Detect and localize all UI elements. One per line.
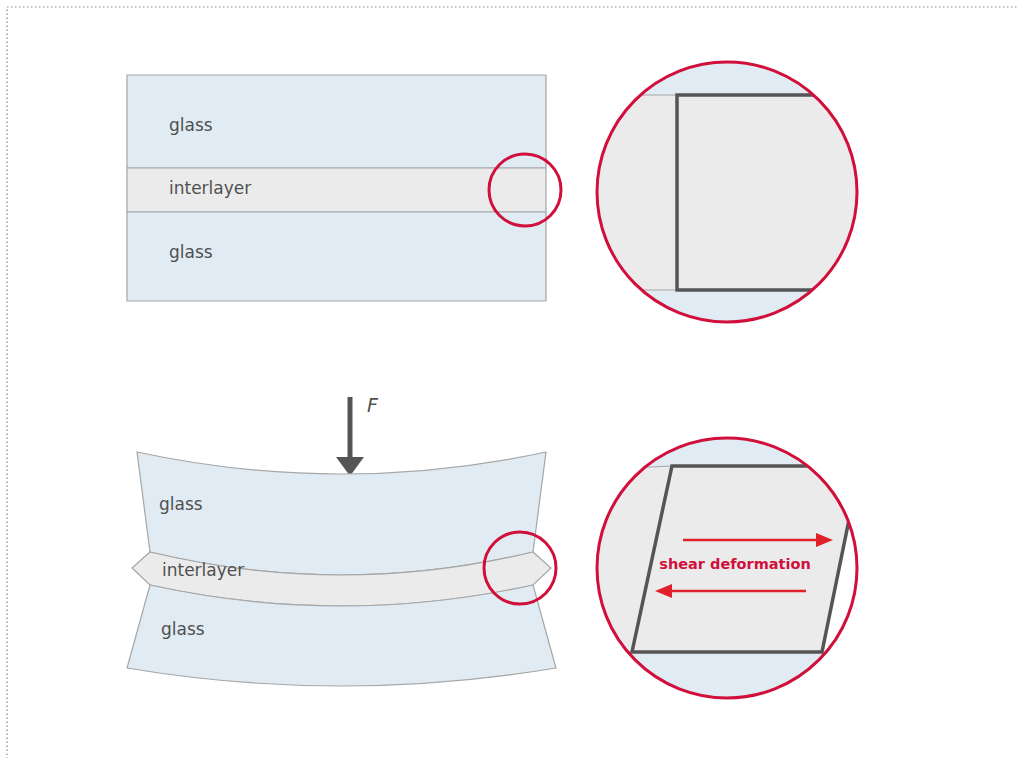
layer-label: glass [161,619,205,639]
force-label: F [367,394,378,417]
layer-shape [127,585,556,686]
layer-label: glass [169,242,213,262]
force-arrow [336,397,364,476]
layer-label: glass [169,115,213,135]
layer-shape [127,75,546,168]
interlayer-band: interlayer [127,168,546,212]
glass-pane: glass [127,212,546,301]
shear-label: shear deformation [657,556,813,573]
layer-shape [127,168,546,212]
zoom-circle [597,62,857,322]
bent-glass-pane: glass [137,452,546,575]
shear-arrow [655,533,833,598]
glass-pane: glass [127,75,546,168]
layer-label: interlayer [169,178,251,198]
zoom-circle [597,438,857,698]
zoom-marker [489,154,561,226]
zoom-detail-unloaded [590,55,866,330]
zoom-marker [484,532,556,604]
layer-shape [127,212,546,301]
layer-shape [137,452,546,575]
bent-glass-pane: glass [127,585,556,686]
dotted-frame [7,7,1019,758]
zoom-detail-sheared [590,430,880,700]
layer-label: interlayer [162,560,244,580]
layer-label: glass [159,494,203,514]
